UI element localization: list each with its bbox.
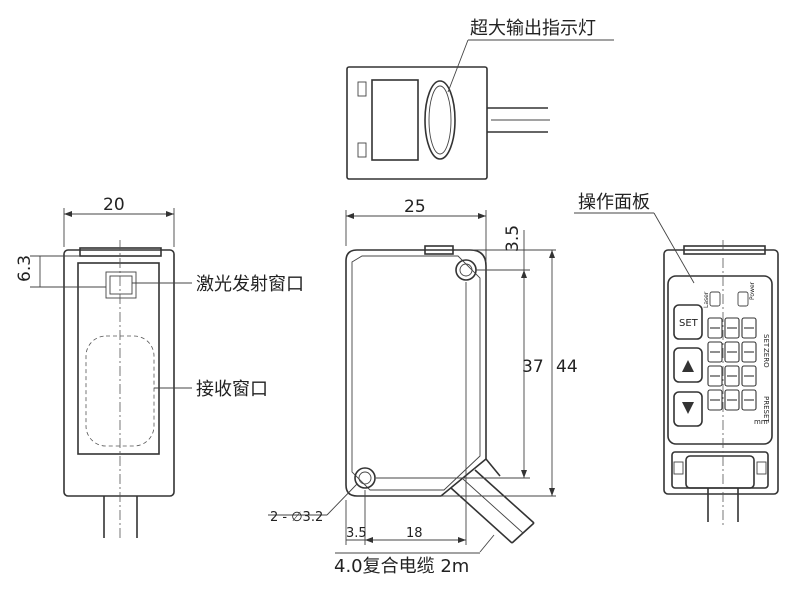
up-arrow-icon xyxy=(682,360,694,372)
top-indicator-label: 超大输出指示灯 xyxy=(470,18,596,39)
up-button[interactable] xyxy=(673,347,703,383)
inner-height-dim: 37 xyxy=(522,357,544,377)
zero-indicator-label: ZERO xyxy=(762,348,770,368)
panel-view: SET Laser Power xyxy=(574,192,779,526)
center-width-dim: 25 xyxy=(404,197,426,217)
mount-hole-bottom xyxy=(354,467,376,489)
set-button[interactable] xyxy=(673,304,703,340)
panel-label: 操作面板 xyxy=(578,192,650,213)
mm-unit-label: mm xyxy=(754,418,768,426)
down-button[interactable] xyxy=(673,391,703,427)
top-offset-dim: 3.5 xyxy=(503,225,523,252)
left-view: 20 6.3 激光发射窗口 接收窗口 xyxy=(15,195,304,540)
output-indicator xyxy=(424,80,456,160)
power-led-label: Power xyxy=(749,281,756,300)
mount-hole-top xyxy=(455,259,477,281)
set-indicator-label: SET xyxy=(762,334,770,348)
receive-window-label: 接收窗口 xyxy=(196,379,268,400)
left-offset-dim: 6.3 xyxy=(15,255,35,282)
down-arrow-icon xyxy=(682,402,694,414)
laser-led-label: Laser xyxy=(703,291,710,308)
set-button-label: SET xyxy=(679,318,699,329)
left-width-dim: 20 xyxy=(103,195,125,215)
top-view: 超大输出指示灯 xyxy=(346,18,614,180)
hole-spacing-dim: 18 xyxy=(406,526,423,541)
seven-segment-display xyxy=(707,317,757,411)
laser-window-label: 激光发射窗口 xyxy=(196,274,304,295)
cable-label: 4.0复合电缆 2m xyxy=(334,556,469,577)
front-view: 25 3.5 37 44 3.5 18 2 - ∅3.2 4.0复合电缆 xyxy=(268,197,578,577)
preset-indicator-label: PRESET xyxy=(762,396,770,423)
bottom-offset-dim: 3.5 xyxy=(346,526,367,541)
total-height-dim: 44 xyxy=(556,357,578,377)
hole-label: 2 - ∅3.2 xyxy=(270,510,323,525)
